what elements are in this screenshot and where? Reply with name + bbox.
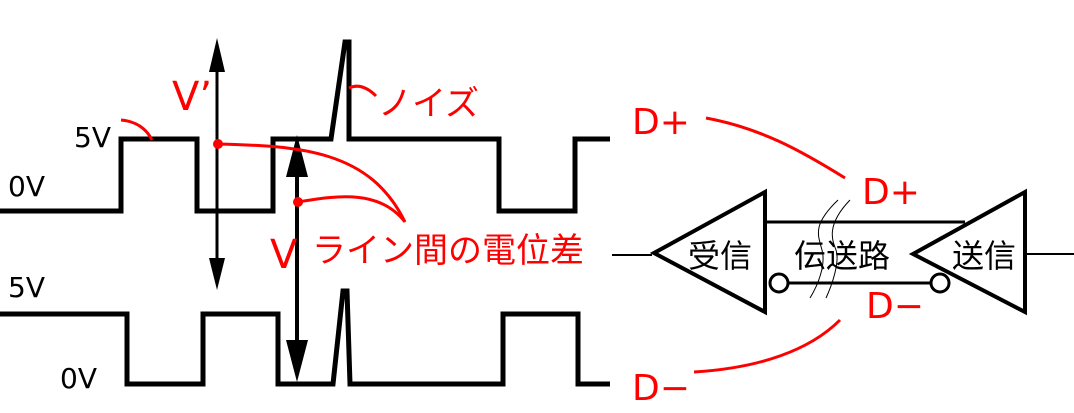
lower-0v-label: 0V xyxy=(60,362,97,395)
v-prime-label: V’ xyxy=(172,74,212,120)
transmission-line-label: 伝送路 xyxy=(794,237,890,275)
v-arrow xyxy=(286,135,308,382)
v-pointer xyxy=(297,195,407,223)
circuit-d-plus-label: D+ xyxy=(862,172,920,213)
transmitter-label: 送信 xyxy=(952,237,1016,275)
lower-5v-label: 5V xyxy=(8,271,45,304)
v-label: V xyxy=(270,232,298,278)
upper-0v-label: 0V xyxy=(8,170,45,203)
receiver-inverting-input xyxy=(768,272,790,294)
transmitter-buffer xyxy=(908,188,1027,316)
upper-waveform xyxy=(0,39,610,214)
noise-pointer xyxy=(348,84,378,98)
waveform-d-plus-label: D+ xyxy=(632,102,690,143)
v-prime-pointer xyxy=(217,142,407,223)
waveform-d-minus-label: D− xyxy=(632,368,690,409)
potential-difference-label: ライン間の電位差 xyxy=(312,231,584,271)
v-prime-arrow xyxy=(209,38,225,290)
lower-waveform xyxy=(0,288,610,387)
noise-label: ノイズ xyxy=(378,84,479,124)
upper-5v-label: 5V xyxy=(74,121,111,154)
receiver-label: 受信 xyxy=(688,237,752,275)
line-break-marks xyxy=(809,199,851,299)
d-plus-link xyxy=(705,116,846,180)
transmitter-inverting-output xyxy=(929,272,951,294)
upper-5v-pointer xyxy=(120,118,154,141)
d-minus-link xyxy=(693,318,842,374)
receiver-buffer xyxy=(649,188,767,316)
circuit-d-minus-label: D− xyxy=(866,286,924,327)
